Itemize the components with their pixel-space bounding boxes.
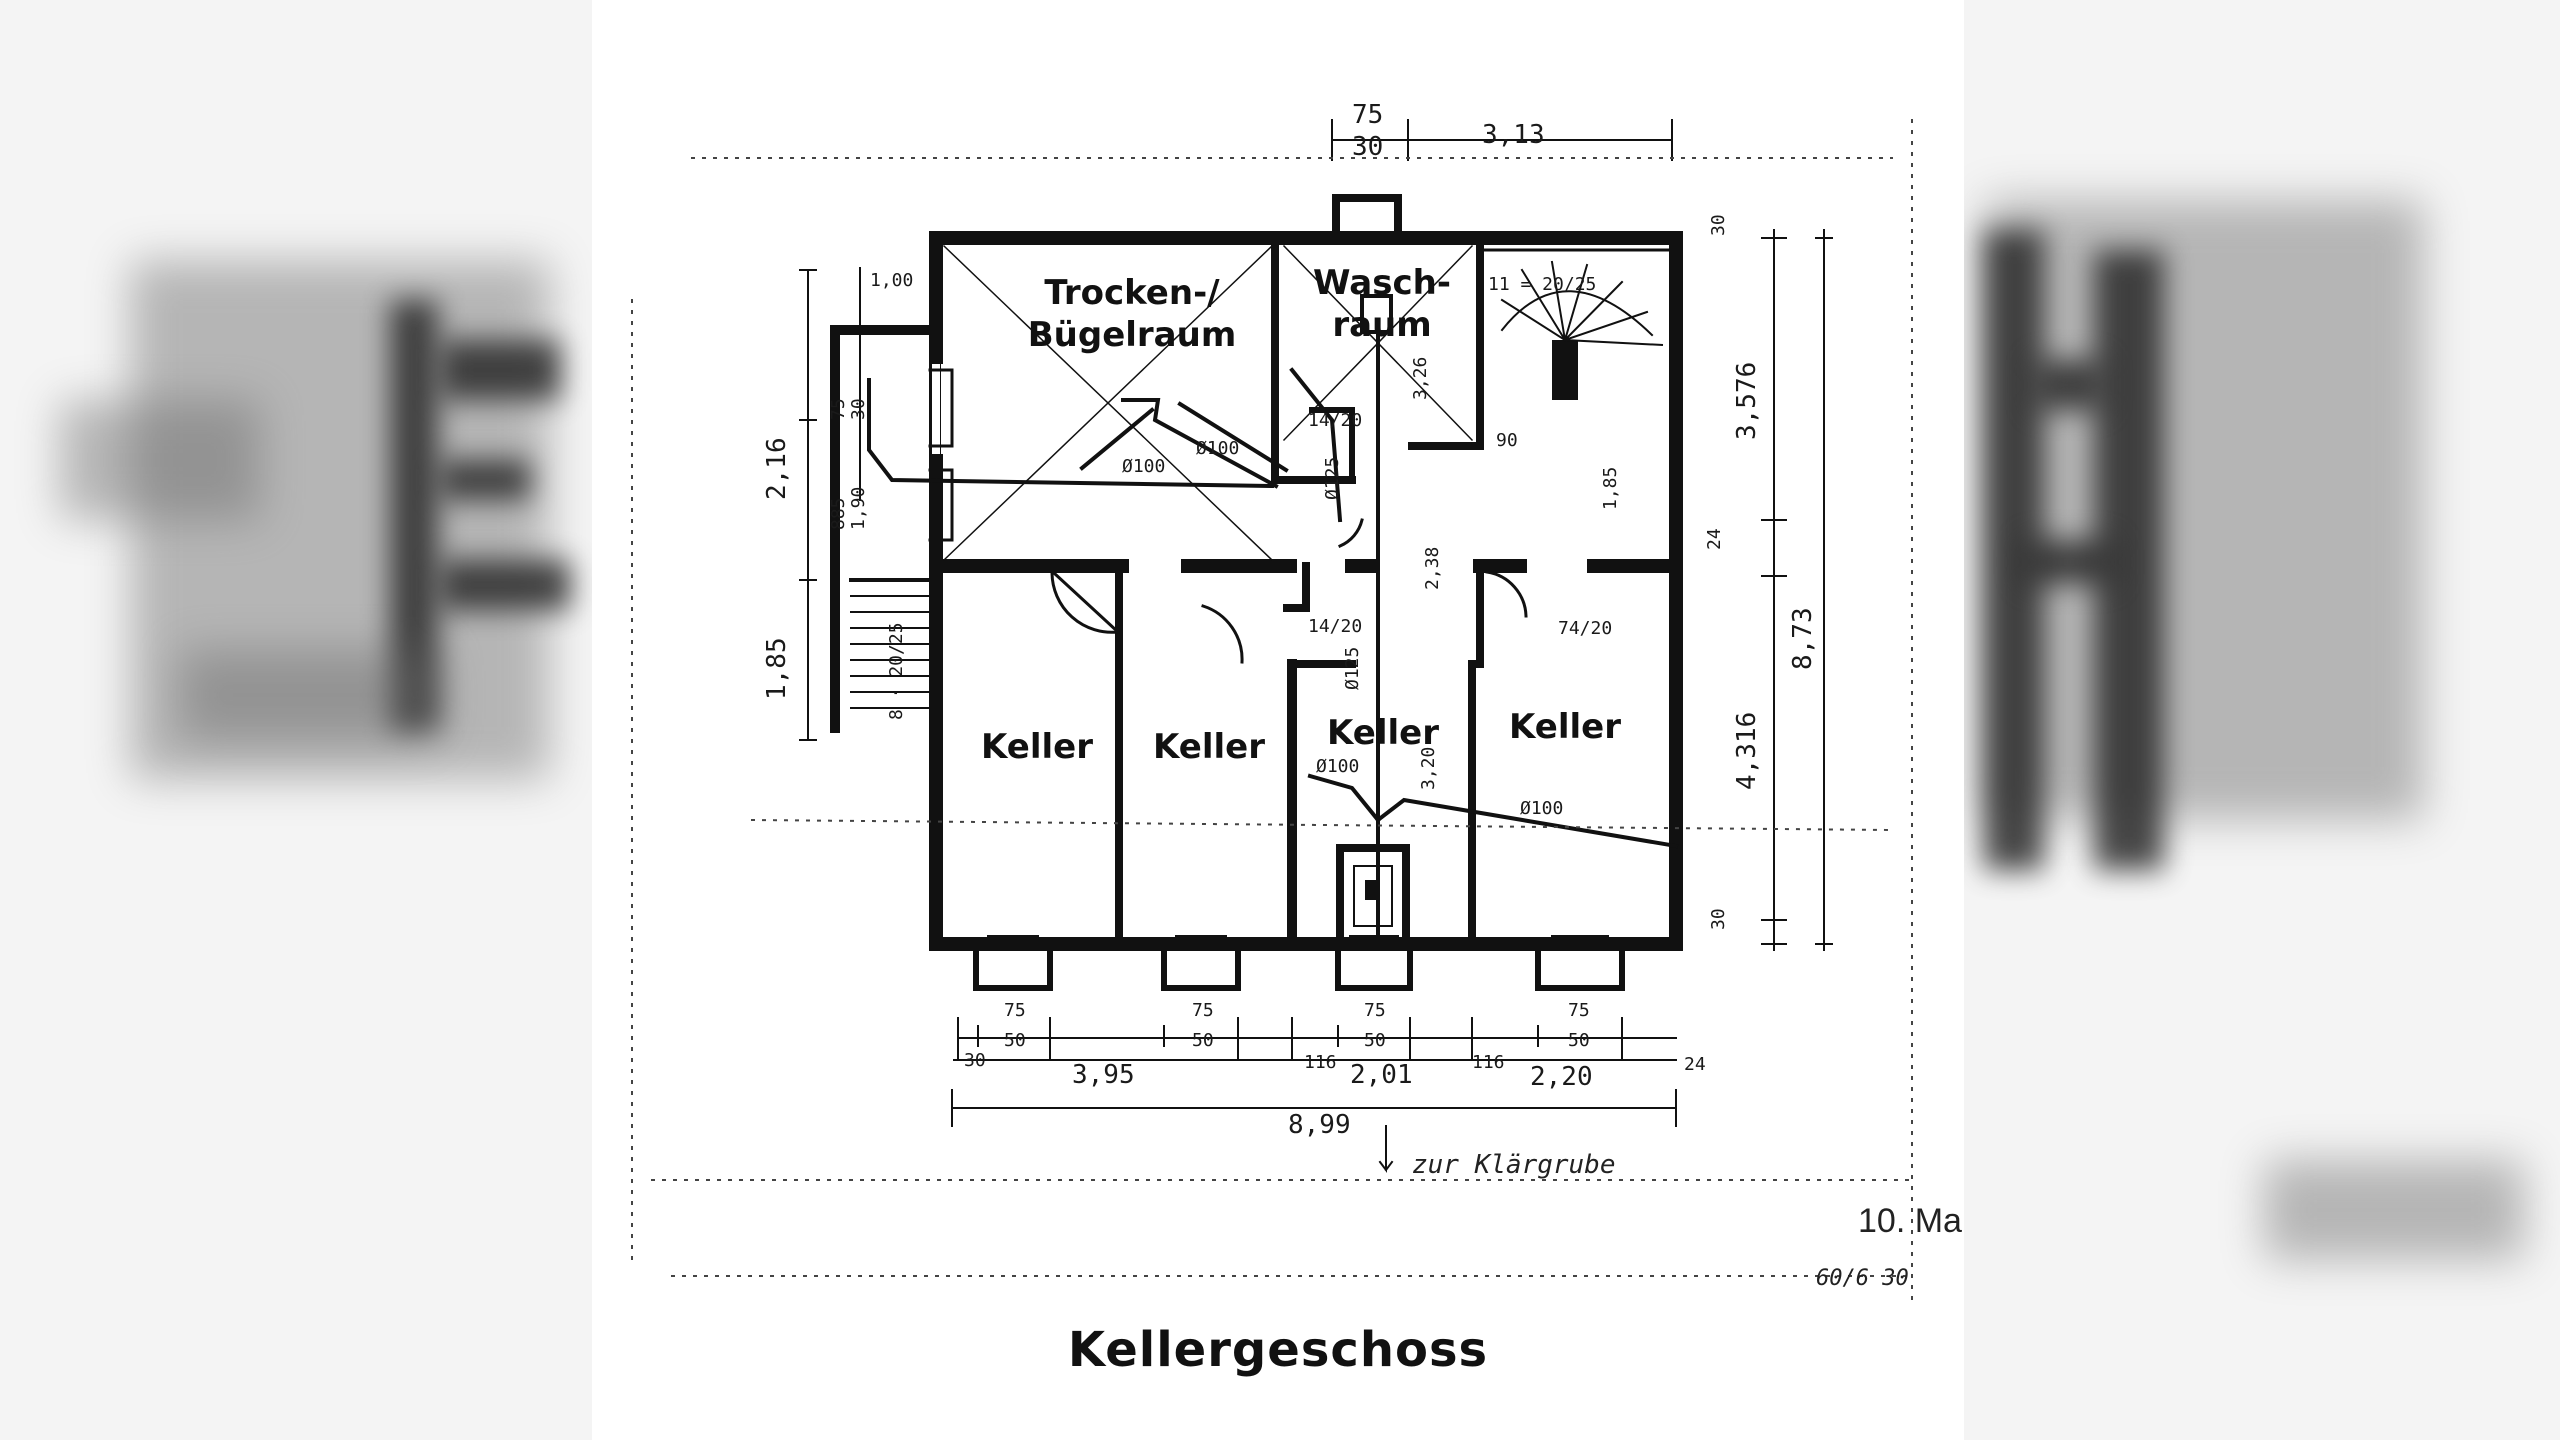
dimension-right-3576: 3,576: [1732, 361, 1762, 440]
dimension-right-30-bottom: 30: [1708, 908, 1729, 930]
dimension-left-885: 885: [828, 497, 849, 530]
dimension-left-190: 1,90: [848, 486, 869, 530]
pipe-label-100a: Ø100: [1122, 456, 1166, 477]
dimension-window3-50: 50: [1364, 1030, 1386, 1051]
pipe-label-100b: Ø100: [1196, 438, 1240, 459]
room-label-trocken-line1: Trocken-/: [1044, 273, 1220, 313]
floor-plan-drawing: [631, 119, 1913, 1301]
dimension-bottom-395: 3,95: [1072, 1060, 1135, 1090]
stair-note: 11 = 20/25: [1488, 274, 1597, 295]
dimension-inner-326: 3,26: [1410, 356, 1431, 400]
handwritten-note: zur Klärgrube: [1412, 1150, 1616, 1180]
floor-plan-caption: Kellergeschoss: [1067, 1322, 1489, 1378]
blurred-background-left: [0, 0, 592, 1440]
room-label-waschraum-line1: Wasch-: [1313, 263, 1451, 303]
dimension-window4-75: 75: [1568, 1000, 1590, 1021]
dimension-inner-238: 2,38: [1422, 546, 1443, 590]
room-label-trocken: Trocken-/ Bügelraum: [982, 272, 1282, 356]
dimension-left-30: 30: [848, 398, 869, 420]
dimension-top-100: 1,00: [870, 270, 914, 291]
stamp-number: 60/6 30: [1816, 1266, 1909, 1291]
stamp-date: 10. Ma: [1858, 1202, 1962, 1240]
room-label-keller-3: Keller: [1327, 713, 1439, 753]
room-label-keller-1: Keller: [981, 727, 1093, 767]
floor-plan-sheet: Trocken-/ Bügelraum Wasch- raum Keller K…: [592, 0, 1964, 1440]
dimension-bottom-116b: 116: [1472, 1052, 1505, 1073]
dimension-bottom-30: 30: [964, 1050, 986, 1071]
pipe-label-125b: Ø125: [1342, 646, 1363, 690]
dimension-bottom-201: 2,01: [1350, 1060, 1413, 1090]
stair-steps-note: 8 · 20/25: [886, 622, 907, 720]
dimension-right-30-top: 30: [1708, 214, 1729, 236]
dimension-left-75: 75: [828, 398, 849, 420]
dimension-window4-50: 50: [1568, 1030, 1590, 1051]
dimension-inner-14-20b: 14/20: [1308, 616, 1363, 637]
dimension-right-873: 8,73: [1788, 607, 1818, 670]
dimension-window3-75: 75: [1364, 1000, 1386, 1021]
stair-width-90: 90: [1496, 430, 1518, 451]
pipe-label-100d: Ø100: [1520, 798, 1564, 819]
dimension-window2-50: 50: [1192, 1030, 1214, 1051]
dimension-window1-50: 50: [1004, 1030, 1026, 1051]
pipe-label-100c: Ø100: [1316, 756, 1360, 777]
dimension-top-313: 3,13: [1482, 120, 1545, 150]
dimension-inner-320: 3,20: [1418, 746, 1439, 790]
dimension-top-75: 75: [1352, 100, 1384, 130]
dimension-window2-75: 75: [1192, 1000, 1214, 1021]
dimension-bottom-220: 2,20: [1530, 1062, 1593, 1092]
dimension-left-216: 2,16: [762, 437, 792, 500]
dimension-left-185: 1,85: [762, 637, 792, 700]
pipe-label-125a: Ø125: [1322, 456, 1343, 500]
dimension-inner-14-20a: 14/20: [1308, 410, 1363, 431]
dimension-window1-75: 75: [1004, 1000, 1026, 1021]
room-label-keller-4: Keller: [1509, 707, 1621, 747]
dimension-right-24: 24: [1704, 528, 1725, 550]
dimension-bottom-116a: 116: [1304, 1052, 1337, 1073]
dimension-right-4316: 4,316: [1732, 711, 1762, 790]
room-label-trocken-line2: Bügelraum: [1027, 315, 1237, 355]
dimension-bottom-24: 24: [1684, 1054, 1706, 1075]
room-label-keller-2: Keller: [1153, 727, 1265, 767]
dimension-bottom-899: 8,99: [1288, 1110, 1351, 1140]
dimension-top-30: 30: [1352, 132, 1384, 162]
room-label-waschraum-line2: raum: [1332, 305, 1432, 345]
room-label-waschraum: Wasch- raum: [1282, 262, 1482, 346]
dimension-inner-74-20: 74/20: [1558, 618, 1613, 639]
dimension-inner-185: 1,85: [1600, 466, 1621, 510]
blurred-background-right: [1964, 0, 2560, 1440]
